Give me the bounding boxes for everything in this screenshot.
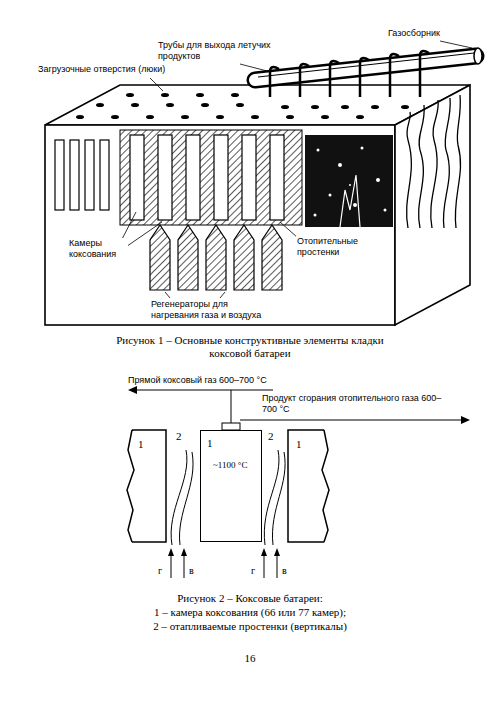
callout-number: 2 — [176, 430, 182, 443]
flow-label: Продукт сгорания отопительного газа 600–… — [262, 393, 442, 415]
flow-letter: г — [158, 565, 162, 577]
figure-caption: 2 – отапливаемые простенки (вертикалы) — [50, 620, 450, 633]
figure-caption: Рисунок 1 – Основные конструктивные элем… — [115, 334, 385, 360]
chamber-number: 1 — [207, 437, 213, 449]
chamber-number: 1 — [296, 438, 302, 450]
chamber-border — [127, 430, 166, 542]
coking-chamber: 1 — [126, 430, 166, 542]
flow-letter: г — [251, 565, 255, 577]
callout-number: 2 — [268, 430, 274, 443]
temperature-label: ~1100 °С — [213, 461, 247, 471]
figure-caption: 1 – камера коксования (66 или 77 камер); — [50, 606, 450, 619]
part-label: Трубы для выхода летучих продуктов — [158, 40, 283, 62]
part-label: Регенераторы для нагревания газа и возду… — [150, 299, 274, 321]
coking-chamber: 1 ~1100 °С — [200, 430, 262, 542]
coking-chamber: 1 — [288, 430, 330, 542]
part-label: Газосборник — [388, 28, 440, 39]
figure-caption: Рисунок 2 – Коксовые батареи: — [50, 592, 450, 605]
flow-letter: в — [282, 565, 287, 577]
chamber-outline — [288, 430, 330, 542]
part-label: Загрузочные отверстия (люки) — [38, 64, 165, 75]
chamber-outline — [126, 430, 166, 542]
part-label: Камеры коксования — [68, 238, 128, 260]
flow-letter: в — [189, 565, 194, 577]
chamber-number: 1 — [138, 438, 144, 450]
chamber-border — [288, 430, 329, 542]
part-label: Отопительные простенки — [296, 236, 368, 258]
page-number: 16 — [50, 652, 450, 665]
flow-label: Прямой коксовый газ 600–700 °С — [128, 375, 267, 386]
